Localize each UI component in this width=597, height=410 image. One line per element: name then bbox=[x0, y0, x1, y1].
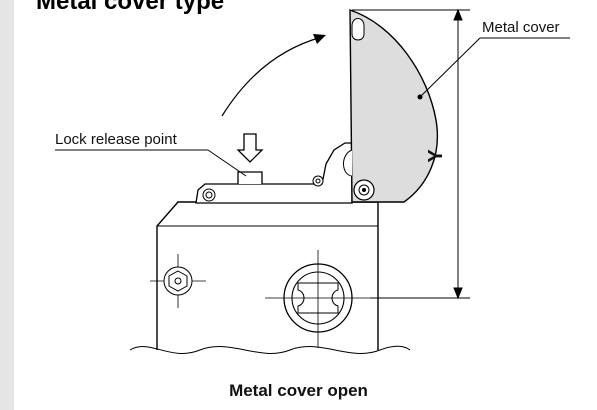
body-screw-left bbox=[150, 254, 206, 308]
dimension-y bbox=[352, 8, 470, 300]
break-line bbox=[129, 345, 411, 354]
metal-cover-label: Metal cover bbox=[482, 19, 560, 36]
socket-opening bbox=[265, 250, 370, 348]
lock-ledge bbox=[195, 142, 353, 204]
side-bar bbox=[0, 0, 14, 410]
dimension-y-label: Y bbox=[425, 149, 447, 163]
ledge-screw-left bbox=[202, 188, 216, 202]
lock-release-label: Lock release point bbox=[55, 131, 178, 148]
metal-cover-leader bbox=[419, 37, 570, 98]
metal-cover bbox=[343, 9, 438, 203]
ledge-screw-middle bbox=[312, 175, 324, 187]
lock-release-leader bbox=[55, 149, 247, 177]
rotation-arrow bbox=[221, 34, 326, 117]
diagram-caption: Metal cover open bbox=[229, 381, 368, 400]
lock-release-arrow-icon bbox=[236, 133, 264, 163]
diagram-title: Metal cover type bbox=[36, 0, 225, 15]
